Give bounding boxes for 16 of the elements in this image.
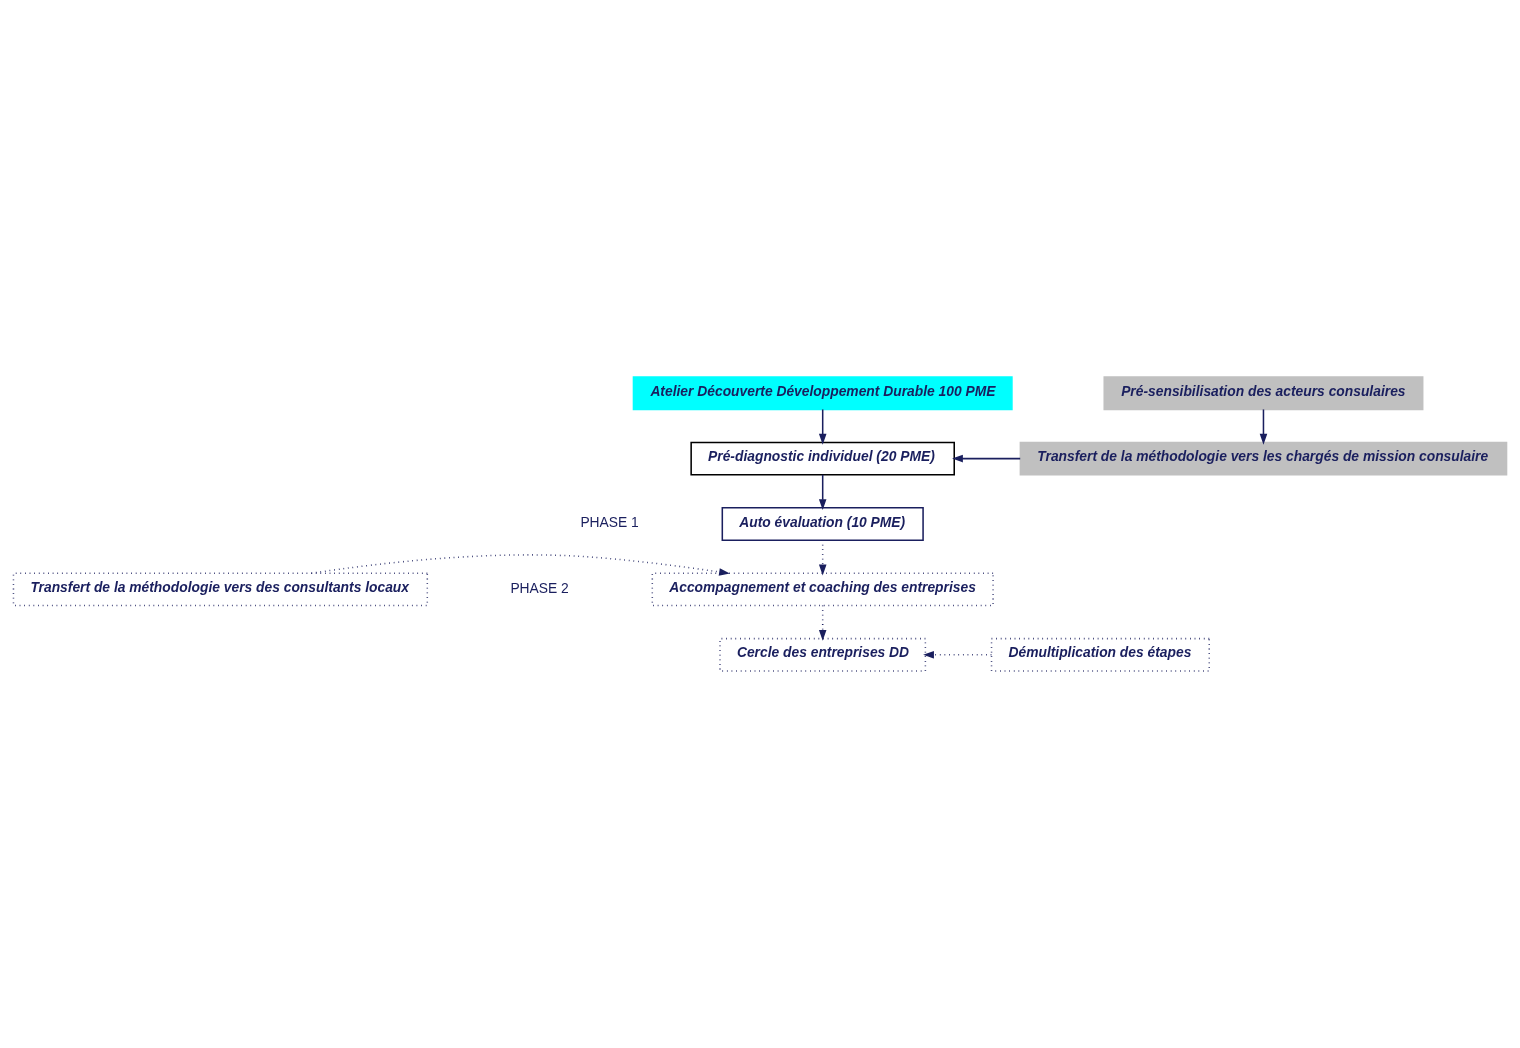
node-box: Atelier Découverte Développement Durable 100 PME <box>632 376 1013 411</box>
arrow <box>818 408 827 445</box>
node-box: Accompagnement et coaching des entreprises <box>651 572 994 607</box>
node-box: Pré-sensibilisation des acteurs consulaires <box>1103 376 1424 411</box>
node-box: Transfert de la méthodologie vers des consultants locaux <box>12 572 429 607</box>
label: PHASE 1 <box>580 514 639 531</box>
label: PHASE 2 <box>510 579 569 596</box>
arrow <box>1259 408 1268 445</box>
arrow <box>310 554 730 576</box>
arrow <box>818 474 827 511</box>
arrow <box>952 454 1021 463</box>
node-box: Pré-diagnostic individuel (20 PME) <box>690 441 955 476</box>
node-box: Cercle des entreprises DD <box>719 637 927 672</box>
node-box: Démultiplication des étapes <box>990 637 1210 672</box>
node-box: Auto évaluation (10 PME) <box>721 507 924 541</box>
node-box: Transfert de la méthodologie vers les chargés de mission consulaire <box>1019 441 1508 476</box>
